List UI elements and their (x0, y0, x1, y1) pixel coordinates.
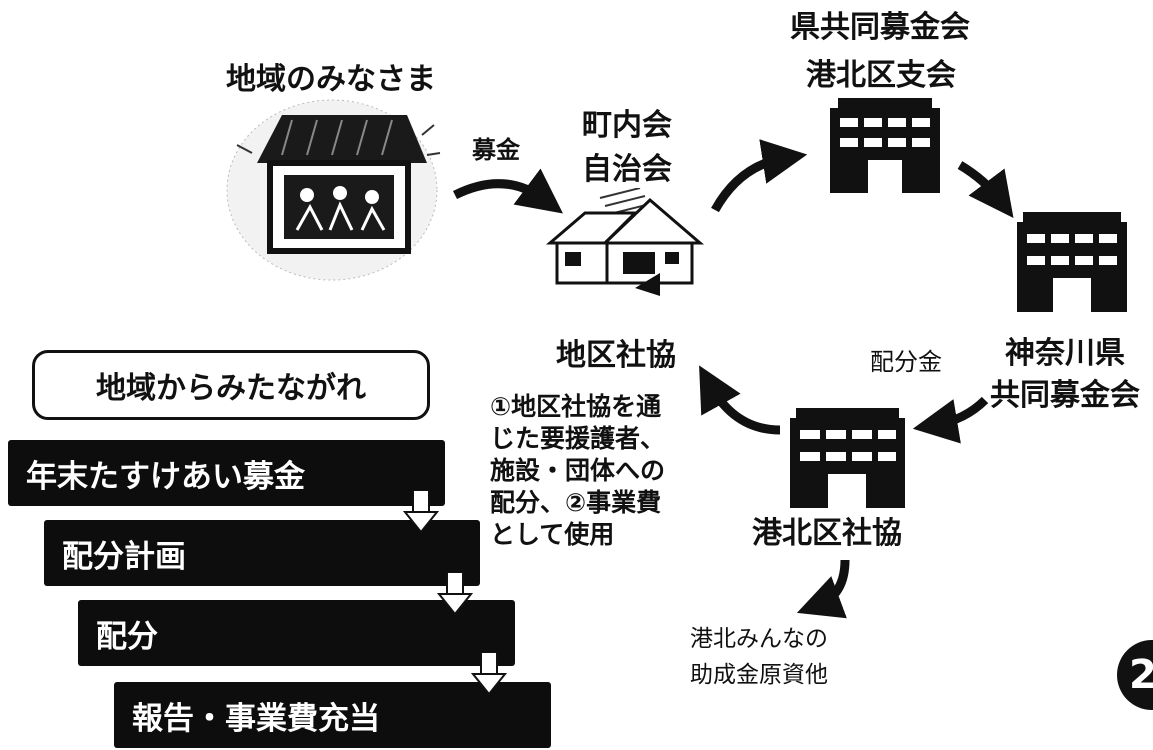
usage-line-1: ①地区社協を通 (490, 392, 662, 421)
residents-house-illustration (226, 99, 441, 281)
usage-line-4: 配分、②事業費 (490, 488, 662, 517)
arrow-association-to-branch (711, 139, 808, 213)
flow-step-allocation-plan: 配分計画 (44, 520, 480, 586)
arrow-residents-to-association (452, 168, 564, 214)
usage-line-5: として使用 (490, 520, 615, 549)
district-council-label: 地区社協 (556, 338, 676, 373)
residents-label: 地域のみなさま (226, 62, 436, 97)
arrow-kohoku-to-grants (796, 559, 850, 619)
allocation-label: 配分金 (870, 348, 942, 376)
prefectural-branch-label-1: 県共同募金会 (790, 10, 970, 45)
flow-title-box: 地域からみたながれ (32, 350, 430, 420)
branch-office-building-icon (830, 98, 940, 193)
flow-step-report: 報告・事業費充当 (114, 682, 551, 748)
step-down-arrow-3 (471, 652, 507, 696)
flow-step-allocation: 配分 (78, 600, 515, 666)
kanagawa-label-1: 神奈川県 (1005, 336, 1125, 371)
fundraising-label: 募金 (472, 136, 520, 164)
kohoku-building-icon (790, 408, 905, 508)
prefectural-branch-label-2: 港北区支会 (806, 58, 956, 93)
arrow-kohoku-to-district (699, 365, 781, 435)
usage-line-3: 施設・団体への (490, 456, 666, 485)
town-association-label-2: 自治会 (582, 152, 672, 187)
arrow-kanagawa-to-kohoku (912, 396, 989, 444)
step-down-arrow-1 (403, 490, 439, 534)
kanagawa-building-icon (1017, 212, 1127, 312)
grant-line-2: 助成金原資他 (690, 662, 828, 688)
flow-step-fundraising: 年末たすけあい募金 (8, 440, 445, 506)
kanagawa-label-2: 共同募金会 (990, 378, 1140, 413)
grant-line-1: 港北みんなの (690, 626, 828, 652)
arrow-branch-to-kanagawa (957, 161, 1014, 218)
step-down-arrow-2 (437, 572, 473, 616)
community-house-illustration (545, 188, 705, 296)
town-association-label-1: 町内会 (582, 108, 672, 143)
usage-line-2: じた要援護者、 (490, 424, 666, 453)
kohoku-council-label: 港北区社協 (752, 516, 902, 551)
